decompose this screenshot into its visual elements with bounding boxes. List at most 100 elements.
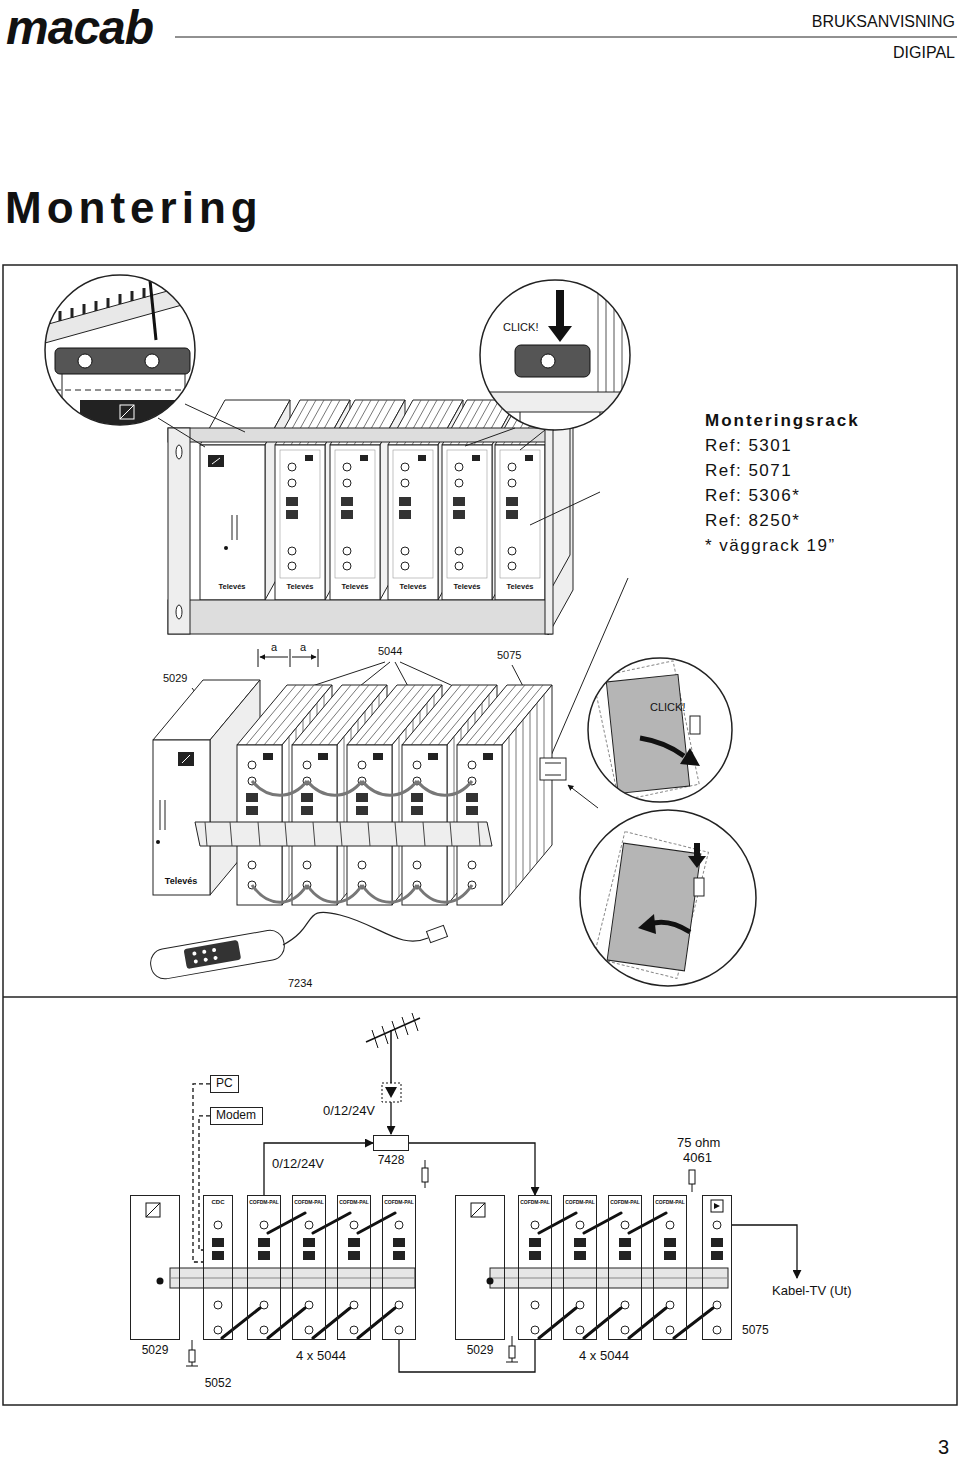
detail-circle	[578, 808, 758, 988]
click-callout: CLICK!	[650, 701, 685, 714]
panel-frame	[3, 265, 957, 1405]
modulator-module: COFDM-PAL	[653, 1195, 687, 1340]
antenna-symbol	[385, 1087, 397, 1098]
detail-circle	[465, 275, 635, 450]
detail-circle	[150, 280, 156, 340]
resistor-symbol	[425, 1182, 426, 1188]
output-arrow	[732, 1225, 797, 1278]
detail-circle	[580, 810, 756, 986]
leader-line	[568, 785, 598, 808]
remote-control	[212, 948, 217, 953]
box-outline	[130, 1195, 180, 1340]
modulator-module: COFDM-PAL	[247, 1195, 281, 1340]
detail-circle	[55, 348, 190, 374]
node-label: COFDM-PAL	[520, 1200, 550, 1206]
power-supply-symbol	[711, 1200, 723, 1212]
remote-control	[202, 949, 207, 954]
output-module: 5075	[700, 1193, 780, 1343]
remote-control	[194, 959, 199, 964]
bus-rail	[157, 1278, 164, 1285]
power-supply-symbol	[146, 1203, 160, 1217]
detail-circle	[40, 270, 200, 430]
resistor-symbol	[422, 1168, 428, 1182]
exploded-modules	[195, 822, 492, 846]
rack-illustration	[224, 546, 228, 550]
part-number: 4061	[683, 1151, 712, 1166]
detail-circle	[585, 655, 735, 805]
brand-logo: macab	[6, 0, 153, 55]
part-number: 7234	[288, 977, 312, 990]
voltage-label: 0/12/24V	[323, 1104, 375, 1119]
remote-control	[148, 928, 286, 981]
power-supply: 5029	[453, 1193, 513, 1363]
detail-circle	[62, 374, 185, 400]
detail-circle	[640, 738, 684, 756]
detail-circle	[465, 428, 545, 450]
bus-rail	[490, 1268, 728, 1288]
node-label: CDC	[212, 1199, 225, 1206]
antenna-symbol	[366, 1018, 420, 1042]
detail-circle	[45, 390, 195, 391]
antenna-symbol	[382, 1083, 401, 1102]
detail-circle	[680, 748, 700, 766]
reference-number: Ref: 5306*	[705, 486, 800, 506]
detail-circle	[578, 808, 758, 988]
detail-circle	[120, 405, 134, 419]
detail-circle	[80, 400, 195, 430]
exploded-modules	[205, 822, 480, 846]
dimension-marks	[258, 649, 318, 667]
modem-box: Modem	[210, 1107, 263, 1125]
exploded-modules	[252, 885, 472, 902]
exploded-modules	[156, 840, 160, 844]
dimension-label: a	[271, 641, 277, 654]
detail-circle	[556, 290, 564, 328]
box-outline	[373, 1135, 409, 1151]
connector	[199, 1116, 210, 1250]
connector	[193, 1084, 210, 1262]
detail-circle	[120, 405, 134, 419]
computer-box: PC	[210, 1075, 239, 1093]
reference-number: Ref: 5301	[705, 436, 792, 456]
antenna-symbol	[390, 1030, 392, 1083]
part-number: 5029	[163, 672, 187, 685]
exploded-modules	[178, 752, 194, 766]
loop-cable	[268, 1213, 666, 1233]
detail-circle	[690, 716, 700, 734]
detail-circle	[607, 843, 701, 971]
panel-frame	[3, 265, 957, 1405]
box-outline	[203, 1195, 233, 1340]
node-label: PC	[216, 1077, 233, 1091]
power-supply-symbol	[146, 1203, 160, 1217]
splitter-unit: 7428	[355, 1128, 427, 1172]
power-supply-symbol	[471, 1203, 485, 1217]
rack-illustration	[232, 515, 237, 540]
header-rule	[175, 37, 957, 38]
bus-rail	[157, 1268, 729, 1288]
voltage-label: 0/12/24V	[270, 1157, 326, 1172]
dimension-label: a	[300, 641, 306, 654]
reference-number: Ref: 5071	[705, 461, 792, 481]
detail-circle	[60, 274, 192, 321]
exploded-modules	[540, 758, 566, 780]
modulator-module: COFDM-PAL	[337, 1195, 371, 1340]
exploded-modules	[153, 740, 210, 895]
detail-circle	[520, 412, 600, 435]
detail-circle	[688, 856, 706, 868]
remote-control	[426, 925, 447, 942]
exploded-modules	[457, 685, 552, 905]
modulator-module: COFDM-PAL	[608, 1195, 642, 1340]
leader-line	[530, 492, 600, 525]
power-supply-symbol	[471, 1203, 485, 1217]
detail-circle	[40, 270, 245, 447]
rack-illustration	[200, 445, 265, 600]
resistor-symbol	[425, 1160, 426, 1168]
detail-circle	[548, 326, 572, 342]
loop-cable	[222, 1308, 713, 1338]
resistor-symbol	[506, 1358, 518, 1362]
detail-circle	[541, 354, 555, 368]
node-label: COFDM-PAL	[249, 1200, 279, 1206]
part-number: 5044	[378, 645, 402, 658]
remote-control	[213, 956, 218, 961]
rack-illustration	[212, 458, 220, 464]
